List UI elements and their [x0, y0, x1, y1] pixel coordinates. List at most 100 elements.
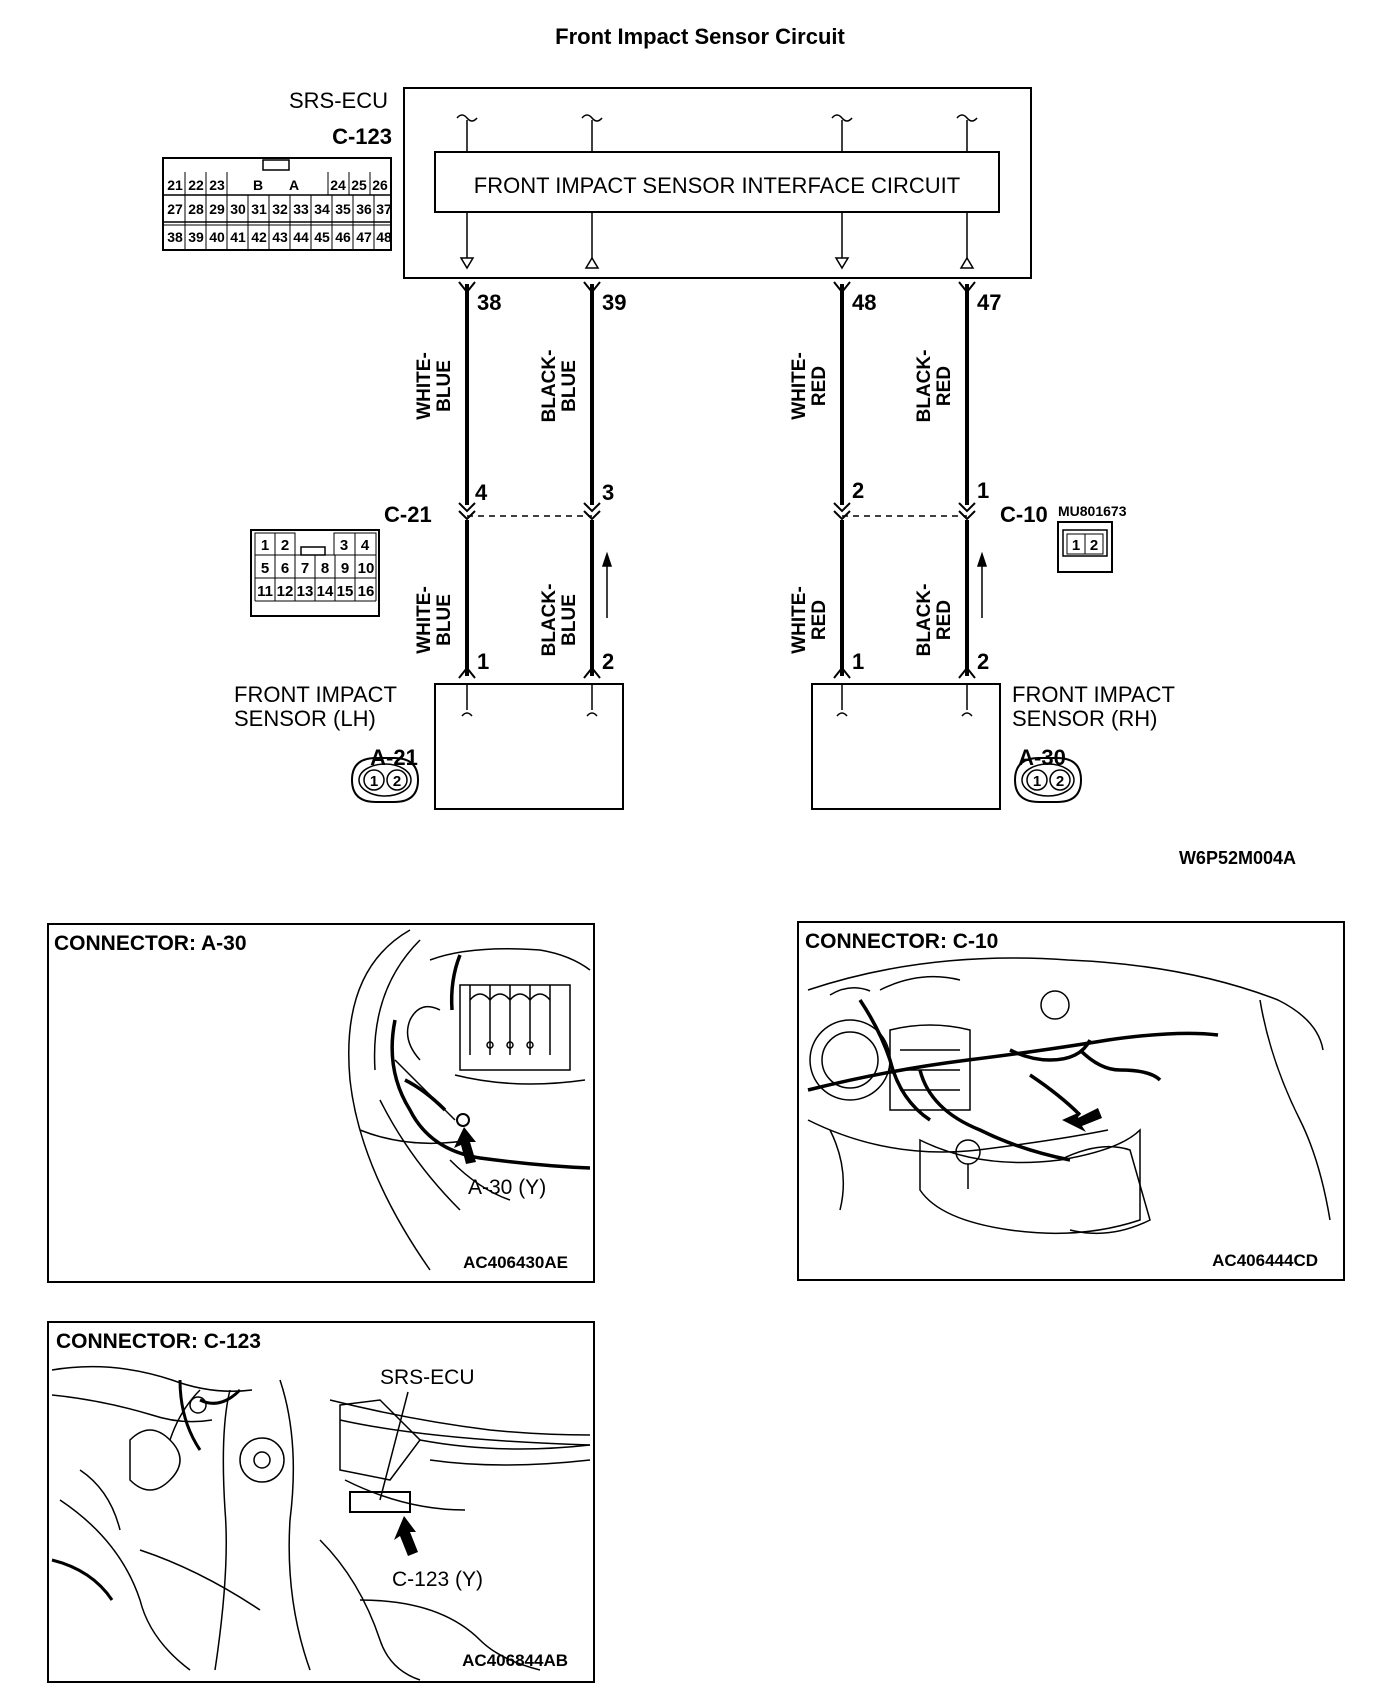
- c21-pin: 15: [337, 583, 354, 600]
- a30-pin: 2: [1056, 773, 1064, 790]
- c123-connector-face: 21 22 23 B A 24 25 26 27 28 29 30 31 32 …: [162, 157, 392, 251]
- c123-pin: 47: [356, 229, 372, 245]
- c123-pin: 46: [335, 229, 351, 245]
- c123-pin: 23: [209, 177, 225, 193]
- connector-panel-a30: CONNECTOR: A-30 A-30 (Y) AC406430AE: [47, 923, 595, 1283]
- c123-pin: 41: [230, 229, 246, 245]
- front-impact-sensor-lh: FRONT IMPACT SENSOR (LH) A-21 1 2: [234, 682, 624, 810]
- c123-pin: 39: [188, 229, 204, 245]
- diagram-title: Front Impact Sensor Circuit: [555, 24, 845, 49]
- c21-pin: 16: [358, 583, 375, 600]
- wire-color-label: WHITE-: [789, 586, 810, 654]
- srs-ecu-block: SRS-ECU C-123 FRONT IMPACT SENSOR INTERF…: [289, 87, 1032, 279]
- mid-pin-number: 2: [852, 478, 864, 503]
- leader-line: [379, 1391, 409, 1501]
- wire-color-label: BLACK-: [539, 584, 560, 657]
- panel-title: CONNECTOR: C-123: [56, 1330, 261, 1353]
- arrow-icon: [454, 1127, 476, 1164]
- wire-color-label: BLACK-: [914, 584, 935, 657]
- panel-code: AC406430AE: [463, 1253, 568, 1272]
- c21-pin: 1: [261, 537, 269, 554]
- c10-label: C-10: [1000, 502, 1048, 527]
- c123-pin: 25: [351, 177, 367, 193]
- sensor-lh-name: SENSOR (LH): [234, 706, 376, 731]
- ecu-pin-number: 48: [852, 290, 876, 315]
- c21-pin: 3: [340, 537, 348, 554]
- wire-color-label: WHITE-: [414, 352, 435, 420]
- wire-color-label: BLUE: [559, 594, 580, 646]
- c123-pin: 35: [335, 201, 351, 217]
- wire-color-label: RED: [809, 600, 830, 640]
- c21-pin: 9: [341, 560, 349, 577]
- c123-pin: 28: [188, 201, 204, 217]
- panel-label: SRS-ECU: [380, 1366, 475, 1389]
- c123-pin: 30: [230, 201, 246, 217]
- c21-pin: 5: [261, 560, 269, 577]
- a21-pin: 2: [393, 773, 401, 790]
- dashboard-illustration: [807, 957, 1331, 1235]
- c10-pin: 1: [1072, 537, 1080, 554]
- diagram-code: W6P52M004A: [1179, 848, 1296, 868]
- c21-pin: 4: [361, 537, 370, 554]
- c123-pin: 32: [272, 201, 288, 217]
- a21-pin: 1: [370, 773, 378, 790]
- panel-code: AC406444CD: [1212, 1251, 1318, 1270]
- connector-panel-c10: CONNECTOR: C-10 AC4: [797, 921, 1345, 1281]
- panel-title: CONNECTOR: C-10: [805, 930, 998, 953]
- c123-pin: 43: [272, 229, 288, 245]
- wire-color-label: BLUE: [434, 594, 455, 646]
- c21-pin: 2: [281, 537, 289, 554]
- console-illustration: [51, 1365, 591, 1681]
- wire-color-label: BLUE: [434, 360, 455, 412]
- interface-circuit-label: FRONT IMPACT SENSOR INTERFACE CIRCUIT: [474, 173, 960, 198]
- panel-callout: C-123 (Y): [392, 1568, 483, 1591]
- c123-pin: 38: [167, 229, 183, 245]
- mid-pin-number: 1: [977, 478, 989, 503]
- c21-connector-face: 1 2 3 4 5 6 7 8 9 10 11 12 13 14 15 16: [250, 529, 380, 617]
- c10-part-number: MU801673: [1058, 503, 1127, 519]
- c21-label: C-21: [384, 502, 432, 527]
- c10-connector-face: 1 2: [1057, 521, 1113, 573]
- c10-pin: 2: [1090, 537, 1098, 554]
- mid-pin-number: 3: [602, 480, 614, 505]
- interface-circuit-box: [434, 151, 1000, 213]
- c123-pin: 26: [372, 177, 388, 193]
- c123-pin: 21: [167, 177, 183, 193]
- ecu-pin-number: 38: [477, 290, 501, 315]
- c21-pin: 7: [301, 560, 309, 577]
- engine-bay-illustration: [348, 929, 591, 1271]
- c123-pin: 27: [167, 201, 183, 217]
- arrow-icon: [394, 1516, 418, 1556]
- c123-pin: 40: [209, 229, 225, 245]
- c21-pin: 12: [277, 583, 294, 600]
- front-impact-sensor-rh: FRONT IMPACT SENSOR (RH) A-30 1 2: [811, 682, 1175, 810]
- wire-color-label: BLACK-: [914, 350, 935, 423]
- a30-connector-face: 1 2: [1013, 757, 1083, 803]
- c21-pin: 6: [281, 560, 289, 577]
- wire-color-label: WHITE-: [789, 352, 810, 420]
- ecu-pin-number: 39: [602, 290, 626, 315]
- panel-callout: A-30 (Y): [468, 1176, 546, 1199]
- c123-pin: B: [253, 177, 263, 193]
- ecu-connector-label: C-123: [332, 124, 392, 149]
- panel-title: CONNECTOR: A-30: [54, 932, 247, 955]
- c123-pin: A: [289, 177, 299, 193]
- wire-color-label: RED: [934, 600, 955, 640]
- panel-code: AC406844AB: [462, 1651, 568, 1670]
- c123-pin: 24: [330, 177, 346, 193]
- sensor-rh-name: FRONT IMPACT: [1012, 682, 1175, 707]
- a21-connector-face: 1 2: [350, 757, 420, 803]
- c123-pin: 37: [376, 201, 392, 217]
- c123-pin: 34: [314, 201, 330, 217]
- c123-pin: 45: [314, 229, 330, 245]
- c123-pin: 22: [188, 177, 204, 193]
- ecu-pin-number: 47: [977, 290, 1001, 315]
- c21-pin: 10: [358, 560, 375, 577]
- c21-pin: 13: [297, 583, 314, 600]
- c123-pin: 36: [356, 201, 372, 217]
- ecu-name: SRS-ECU: [289, 88, 388, 113]
- c21-pin: 8: [321, 560, 329, 577]
- c123-pin: 31: [251, 201, 267, 217]
- sensor-rh-name: SENSOR (RH): [1012, 706, 1157, 731]
- c123-pin: 33: [293, 201, 309, 217]
